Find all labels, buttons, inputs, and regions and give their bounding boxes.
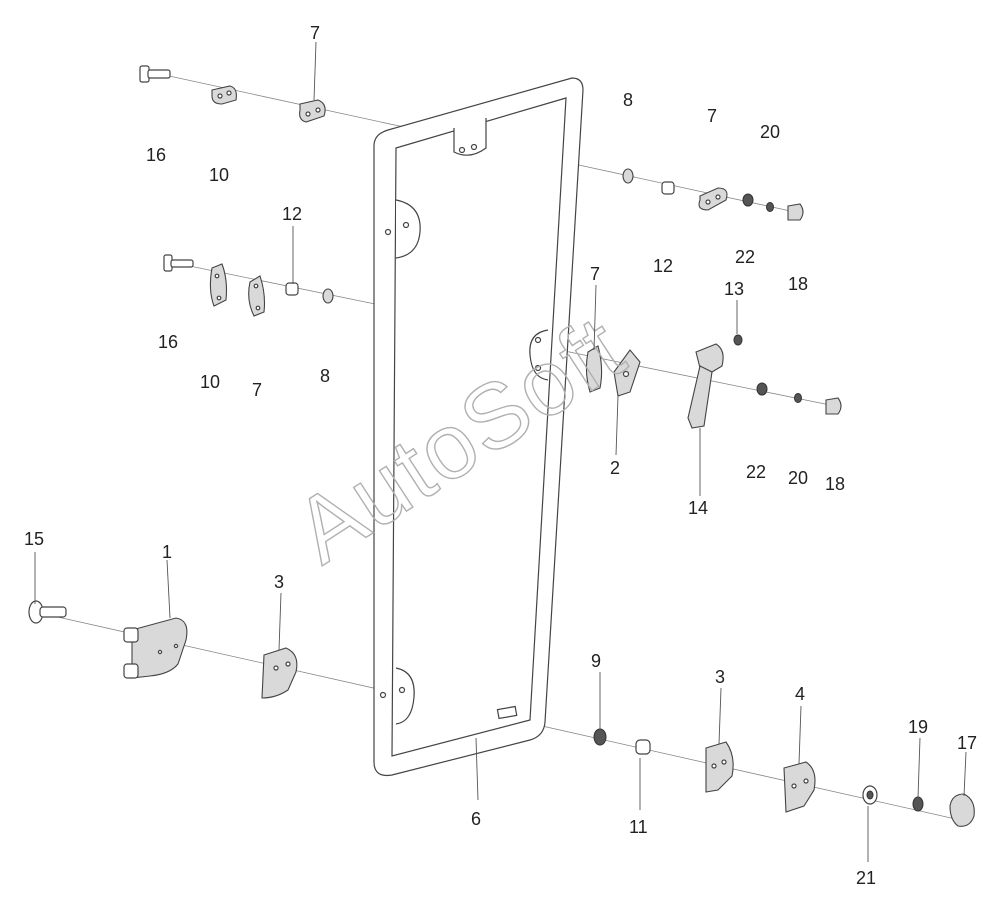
callout-9: 9 (591, 651, 601, 671)
latch-parts (585, 334, 842, 429)
callout-20: 20 (788, 468, 808, 488)
callout-13: 13 (724, 279, 744, 299)
glass-frame-6 (373, 77, 584, 777)
callout-12: 12 (653, 256, 673, 276)
callout-20: 20 (760, 122, 780, 142)
callout-19: 19 (908, 717, 928, 737)
callout-18: 18 (825, 474, 845, 494)
top-row-parts (139, 65, 804, 221)
callout-22: 22 (746, 462, 766, 482)
callout-8: 8 (623, 90, 633, 110)
callout-7: 7 (590, 264, 600, 284)
callout-labels: 16 10 7 8 7 20 12 22 18 12 16 10 7 8 7 1… (24, 23, 977, 888)
callout-16: 16 (146, 145, 166, 165)
callout-17: 17 (957, 733, 977, 753)
callout-16: 16 (158, 332, 178, 352)
callout-10: 10 (200, 372, 220, 392)
callout-10: 10 (209, 165, 229, 185)
bottom-row-parts (28, 600, 975, 827)
callout-7: 7 (310, 23, 320, 43)
callout-4: 4 (795, 684, 805, 704)
callout-21: 21 (856, 868, 876, 888)
callout-2: 2 (610, 458, 620, 478)
callout-22: 22 (735, 247, 755, 267)
callout-3: 3 (274, 572, 284, 592)
callout-7: 7 (707, 106, 717, 126)
callout-3: 3 (715, 667, 725, 687)
callout-8: 8 (320, 366, 330, 386)
callout-14: 14 (688, 498, 708, 518)
callout-18: 18 (788, 274, 808, 294)
callout-15: 15 (24, 529, 44, 549)
callout-7: 7 (252, 380, 262, 400)
callout-1: 1 (162, 542, 172, 562)
callout-6: 6 (471, 809, 481, 829)
middle-left-parts (163, 254, 334, 317)
callout-11: 11 (629, 817, 648, 837)
callout-12: 12 (282, 204, 302, 224)
leader-lines (34, 41, 967, 862)
